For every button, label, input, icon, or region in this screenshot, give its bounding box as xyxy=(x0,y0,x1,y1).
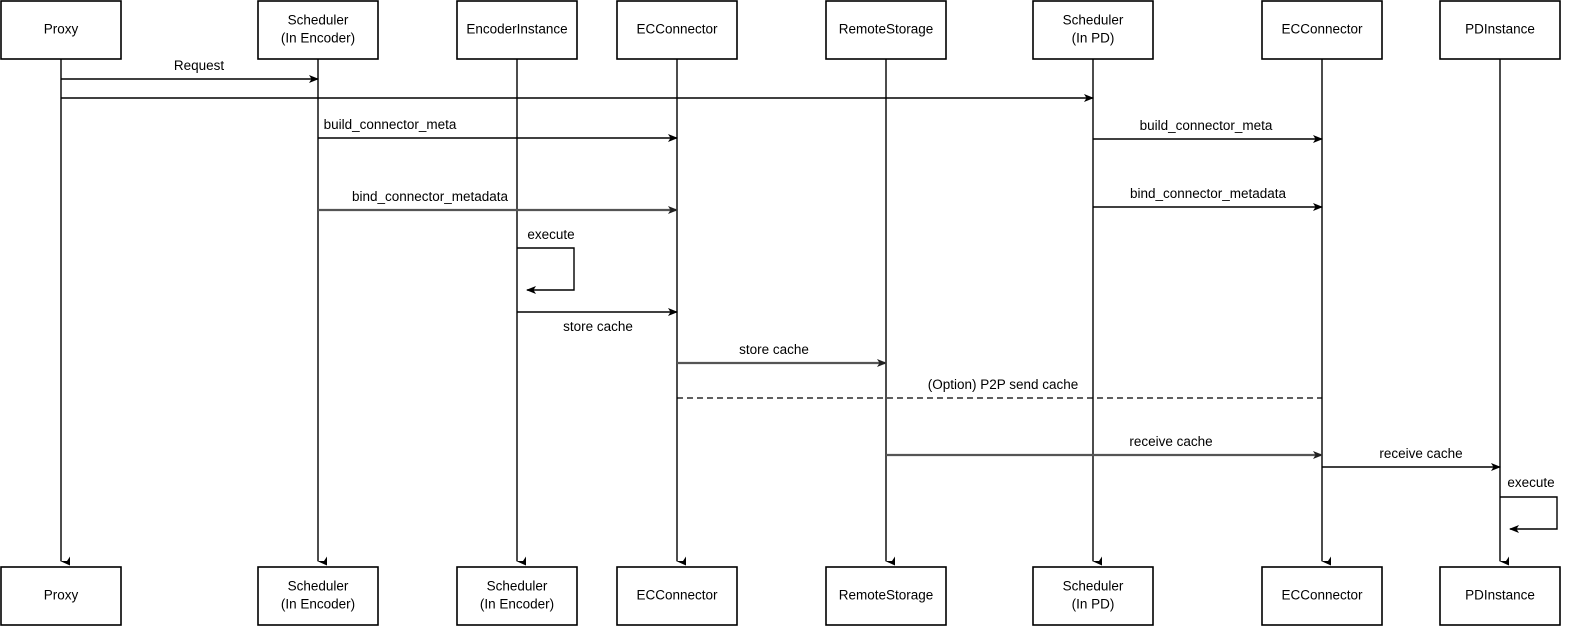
message-label-m6: bind_connector_metadata xyxy=(1130,186,1287,201)
participant-footer-scheduler-pd-f[interactable]: Scheduler (In PD) xyxy=(1032,566,1154,626)
participant-header-label1-encoder-instance: EncoderInstance xyxy=(466,22,567,37)
participant-footer-rect-remote-storage-f[interactable] xyxy=(825,566,947,626)
participant-footer-rect-scheduler-enc-f2[interactable] xyxy=(456,566,578,626)
participant-footer-label2-scheduler-enc-f2: (In Encoder) xyxy=(480,597,554,612)
participant-footer-label1-scheduler-enc-f2: Scheduler xyxy=(487,579,548,594)
participant-header-rect-scheduler-pd[interactable] xyxy=(1032,0,1154,60)
participant-footer-label1-pd-instance-f: PDInstance xyxy=(1465,588,1535,603)
participant-footer-rect-scheduler-enc-f[interactable] xyxy=(257,566,379,626)
message-label-m7: store cache xyxy=(563,319,633,334)
message-m1: Request xyxy=(61,58,319,83)
message-m4: build_connector_meta xyxy=(1093,118,1323,143)
message-m5: bind_connector_metadata xyxy=(318,189,678,214)
message-label-m3: build_connector_meta xyxy=(324,117,457,132)
participant-header-label1-ecconnector-enc: ECConnector xyxy=(636,22,718,37)
participant-header-rect-remote-storage[interactable] xyxy=(825,0,947,60)
message-m7: store cache xyxy=(517,308,678,334)
participant-footer-label1-scheduler-pd-f: Scheduler xyxy=(1063,579,1124,594)
message-label-m5: bind_connector_metadata xyxy=(352,189,509,204)
message-label-m10: receive cache xyxy=(1129,434,1212,449)
participant-header-pd-instance[interactable]: PDInstance xyxy=(1439,0,1561,60)
participant-header-label1-proxy: Proxy xyxy=(44,22,79,37)
participant-footer-label2-scheduler-pd-f: (In PD) xyxy=(1072,597,1115,612)
message-label-m4: build_connector_meta xyxy=(1140,118,1273,133)
participant-header-rect-scheduler-enc[interactable] xyxy=(257,0,379,60)
participant-header-label1-scheduler-pd: Scheduler xyxy=(1063,13,1124,28)
message-m3: build_connector_meta xyxy=(318,117,678,142)
footer-participant-boxes: Proxy Scheduler (In Encoder) Scheduler (In E… xyxy=(0,566,1561,626)
participant-footer-rect-ecconnector-pd-f[interactable] xyxy=(1261,566,1383,626)
participant-footer-pd-instance-f[interactable]: PDInstance xyxy=(1439,566,1561,626)
participant-header-rect-ecconnector-pd[interactable] xyxy=(1261,0,1383,60)
self-message-path-s2 xyxy=(1500,496,1558,533)
participant-header-rect-ecconnector-enc[interactable] xyxy=(616,0,738,60)
participant-footer-rect-scheduler-pd-f[interactable] xyxy=(1032,566,1154,626)
self-messages-layer: execute execute xyxy=(517,227,1558,533)
participant-header-label1-ecconnector-pd: ECConnector xyxy=(1281,22,1363,37)
message-label-m11: receive cache xyxy=(1379,446,1462,461)
participant-header-encoder-instance[interactable]: EncoderInstance xyxy=(456,0,578,60)
participant-header-proxy[interactable]: Proxy xyxy=(0,0,122,60)
self-message-s2: execute xyxy=(1500,475,1558,533)
message-m11: receive cache xyxy=(1322,446,1501,471)
participant-footer-ecconnector-pd-f[interactable]: ECConnector xyxy=(1261,566,1383,626)
participant-header-label1-scheduler-enc: Scheduler xyxy=(288,13,349,28)
message-m6: bind_connector_metadata xyxy=(1093,186,1323,211)
participant-header-scheduler-enc[interactable]: Scheduler (In Encoder) xyxy=(257,0,379,60)
participant-footer-scheduler-enc-f[interactable]: Scheduler (In Encoder) xyxy=(257,566,379,626)
participant-footer-rect-proxy-f[interactable] xyxy=(0,566,122,626)
messages-layer: Request build_connector_meta build_connect… xyxy=(61,58,1501,471)
participant-footer-label2-scheduler-enc-f: (In Encoder) xyxy=(281,597,355,612)
participant-header-label1-remote-storage: RemoteStorage xyxy=(839,22,934,37)
participant-header-remote-storage[interactable]: RemoteStorage xyxy=(825,0,947,60)
message-label-m9: (Option) P2P send cache xyxy=(928,377,1079,392)
message-label-m8: store cache xyxy=(739,342,809,357)
participant-header-label2-scheduler-enc: (In Encoder) xyxy=(281,31,355,46)
self-message-label-s1: execute xyxy=(527,227,574,242)
participant-header-ecconnector-enc[interactable]: ECConnector xyxy=(616,0,738,60)
participant-footer-label1-ecconnector-enc-f: ECConnector xyxy=(636,588,718,603)
participant-footer-rect-ecconnector-enc-f[interactable] xyxy=(616,566,738,626)
participant-header-scheduler-pd[interactable]: Scheduler (In PD) xyxy=(1032,0,1154,60)
message-label-m1: Request xyxy=(174,58,225,73)
participant-footer-rect-pd-instance-f[interactable] xyxy=(1439,566,1561,626)
participant-header-rect-proxy[interactable] xyxy=(0,0,122,60)
participant-footer-scheduler-enc-f2[interactable]: Scheduler (In Encoder) xyxy=(456,566,578,626)
participant-footer-label1-proxy-f: Proxy xyxy=(44,588,79,603)
participant-footer-proxy-f[interactable]: Proxy xyxy=(0,566,122,626)
participant-header-label2-scheduler-pd: (In PD) xyxy=(1072,31,1115,46)
participant-footer-ecconnector-enc-f[interactable]: ECConnector xyxy=(616,566,738,626)
participant-header-rect-encoder-instance[interactable] xyxy=(456,0,578,60)
participant-footer-label1-remote-storage-f: RemoteStorage xyxy=(839,588,934,603)
participant-footer-remote-storage-f[interactable]: RemoteStorage xyxy=(825,566,947,626)
message-m8: store cache xyxy=(677,342,887,367)
header-participant-boxes: Proxy Scheduler (In Encoder) EncoderInstanc… xyxy=(0,0,1561,60)
lifelines-layer xyxy=(60,59,1509,566)
message-m9: (Option) P2P send cache xyxy=(677,377,1322,399)
self-message-s1: execute xyxy=(517,227,575,294)
participant-footer-label1-scheduler-enc-f: Scheduler xyxy=(288,579,349,594)
participant-footer-label1-ecconnector-pd-f: ECConnector xyxy=(1281,588,1363,603)
participant-header-rect-pd-instance[interactable] xyxy=(1439,0,1561,60)
self-message-path-s1 xyxy=(517,247,575,294)
self-message-label-s2: execute xyxy=(1507,475,1554,490)
participant-header-label1-pd-instance: PDInstance xyxy=(1465,22,1535,37)
message-m10: receive cache xyxy=(886,434,1323,459)
participant-header-ecconnector-pd[interactable]: ECConnector xyxy=(1261,0,1383,60)
